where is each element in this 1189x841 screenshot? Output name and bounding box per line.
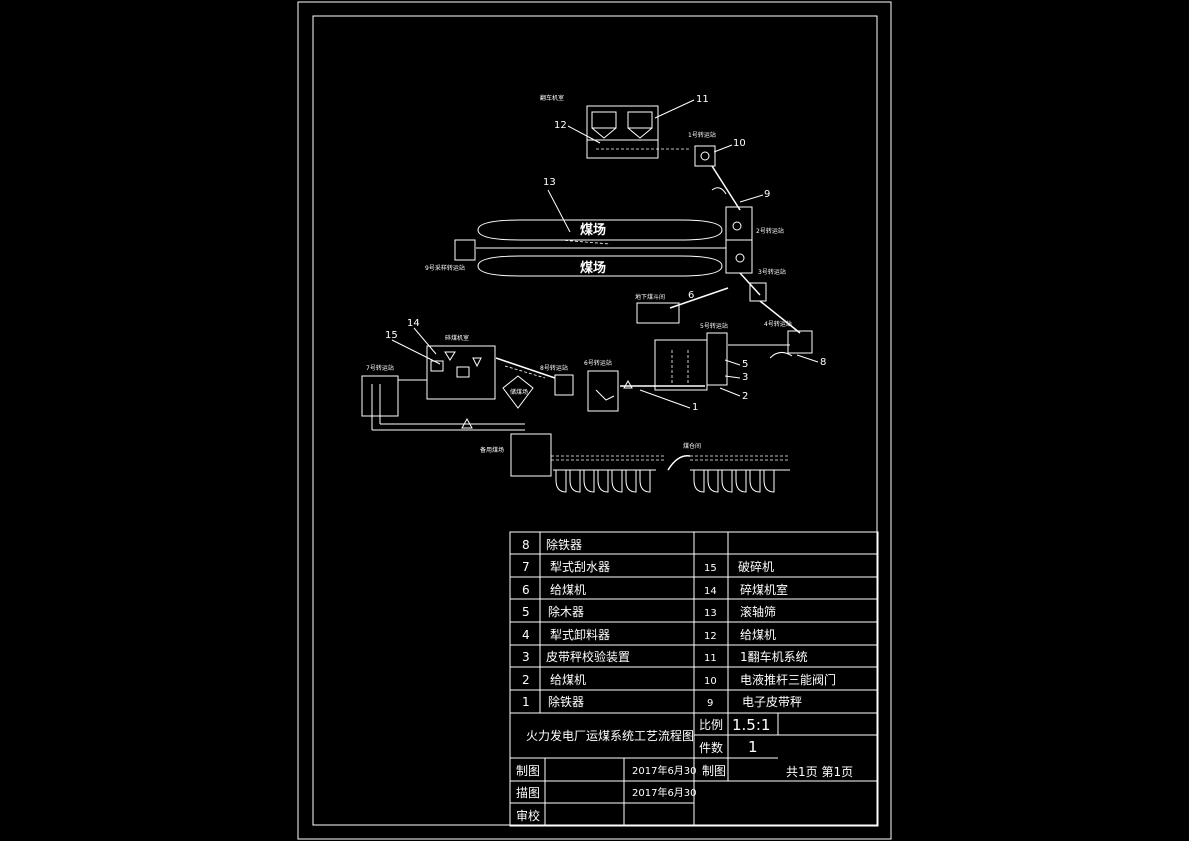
svg-text:地下煤斗间: 地下煤斗间 xyxy=(635,293,665,301)
right-row-name: 电子皮带秤 xyxy=(742,695,802,709)
svg-text:6号转运站: 6号转运站 xyxy=(584,359,612,367)
right-row-name: 电液推杆三能阀门 xyxy=(740,672,836,687)
sheet-count: 共1页 第1页 xyxy=(786,765,853,779)
label-car-dumper-room: 翻车机室 xyxy=(540,94,564,102)
left-row-no: 3 xyxy=(522,650,530,664)
callout-6: 6 xyxy=(688,290,694,301)
transfer-station-2: 2号转运站 xyxy=(725,206,784,296)
left-row-no: 6 xyxy=(522,583,530,597)
left-row-name: 皮带秤校验装置 xyxy=(546,649,630,664)
transfer-station-3: 3号转运站 xyxy=(749,268,801,334)
left-row-name: 除铁器 xyxy=(548,694,584,709)
count-label: 件数 xyxy=(699,740,723,755)
svg-text:7号转运站: 7号转运站 xyxy=(366,364,394,372)
designed-date: 2017年6月30 xyxy=(632,786,697,799)
designed-label: 描图 xyxy=(516,786,540,800)
coal-yard-2-label: 煤场 xyxy=(580,260,606,276)
svg-text:煤仓间: 煤仓间 xyxy=(683,442,701,450)
car-dumper-room: 翻车机室 11 12 xyxy=(540,94,709,159)
callout-15: 15 xyxy=(385,330,398,341)
callout-13: 13 xyxy=(543,177,556,188)
drawn-label: 制图 xyxy=(516,764,540,778)
count-value: 1 xyxy=(748,738,758,756)
scale-value: 1.5:1 xyxy=(732,716,770,734)
drawn-date: 2017年6月30 xyxy=(632,764,697,777)
right-row-name: 给煤机 xyxy=(740,628,776,642)
svg-text:备用煤场: 备用煤场 xyxy=(480,446,504,454)
left-row-no: 2 xyxy=(522,673,530,687)
svg-text:碎煤机室: 碎煤机室 xyxy=(445,334,469,342)
left-row-name: 除木器 xyxy=(548,604,584,619)
right-row-name: 1翻车机系统 xyxy=(740,649,808,664)
right-row-no: 13 xyxy=(704,608,717,619)
callout-9: 9 xyxy=(764,189,770,200)
left-row-name: 除铁器 xyxy=(546,537,582,552)
drawn-label-2: 制图 xyxy=(702,764,726,778)
callout-11: 11 xyxy=(696,94,709,105)
right-row-no: 11 xyxy=(704,653,717,664)
drawing-title: 火力发电厂运煤系统工艺流程图 xyxy=(526,728,694,743)
callout-12: 12 xyxy=(554,120,567,131)
right-row-no: 12 xyxy=(704,631,717,642)
callout-2: 2 xyxy=(742,391,748,402)
transfer-station-9: 备用煤场 煤仓间 xyxy=(480,433,790,477)
callout-14: 14 xyxy=(407,318,420,329)
left-row-name: 给煤机 xyxy=(550,673,586,687)
left-row-no: 7 xyxy=(522,560,530,574)
transfer-station-1: 1号转运站 10 9 xyxy=(688,131,770,211)
svg-text:5号转运站: 5号转运站 xyxy=(700,322,728,330)
svg-text:8号转运站: 8号转运站 xyxy=(540,364,568,372)
callout-10: 10 xyxy=(733,138,746,149)
transfer-station-7: 7号转运站 xyxy=(361,364,525,431)
svg-text:储煤场: 储煤场 xyxy=(510,388,528,396)
right-row-no: 15 xyxy=(704,563,717,574)
transfer-station-8: 8号转运站 xyxy=(495,357,574,396)
left-row-no: 8 xyxy=(522,538,530,552)
left-row-no: 5 xyxy=(522,605,530,619)
coal-bunkers xyxy=(553,469,790,493)
left-row-name: 犁式卸料器 xyxy=(550,627,610,642)
left-row-name: 给煤机 xyxy=(550,583,586,597)
svg-text:1号转运站: 1号转运站 xyxy=(688,131,716,139)
crusher-room: 碎煤机室 14 15 储煤场 xyxy=(385,318,534,409)
transfer-station-6: 6号转运站 xyxy=(584,359,619,412)
belt-to-station-6: 1 xyxy=(620,379,705,413)
inner-border xyxy=(312,15,878,826)
callout-5: 5 xyxy=(742,359,748,370)
title-block: 火力发电厂运煤系统工艺流程图 比例 1.5:1 件数 1 制图 2017年6月3… xyxy=(509,712,879,827)
right-row-no: 14 xyxy=(704,586,717,597)
right-row-name: 破碎机 xyxy=(738,559,774,574)
transfer-station-4: 4号转运站 8 xyxy=(728,320,826,368)
svg-text:3号转运站: 3号转运站 xyxy=(758,268,786,276)
transfer-station-5: 5号转运站 5 3 2 xyxy=(654,322,748,402)
outer-border xyxy=(297,1,892,840)
underground-hopper: 地下煤斗间 6 xyxy=(635,287,729,324)
right-row-no: 10 xyxy=(704,676,717,687)
callout-8: 8 xyxy=(820,357,826,368)
right-row-name: 滚轴筛 xyxy=(740,604,776,619)
left-row-name: 犁式刮水器 xyxy=(550,560,610,574)
callout-3: 3 xyxy=(742,372,748,383)
right-row-name: 碎煤机室 xyxy=(740,582,788,597)
callout-1: 1 xyxy=(692,402,698,413)
left-row-no: 1 xyxy=(522,695,530,709)
coal-yards: 煤场 煤场 13 9号采样转运站 xyxy=(425,177,726,277)
scale-label: 比例 xyxy=(699,718,723,732)
parts-table: 8 除铁器 7 犁式刮水器 6 给煤机 5 除木器 4 犁式卸料器 3 皮带秤校… xyxy=(509,531,879,714)
svg-text:2号转运站: 2号转运站 xyxy=(756,227,784,235)
right-row-no: 9 xyxy=(707,698,713,709)
svg-text:4号转运站: 4号转运站 xyxy=(764,320,792,328)
coal-yard-1-label: 煤场 xyxy=(580,222,606,238)
check-label: 审校 xyxy=(516,808,540,823)
sampling-station-label: 9号采样转运站 xyxy=(425,264,465,272)
left-row-no: 4 xyxy=(522,628,530,642)
